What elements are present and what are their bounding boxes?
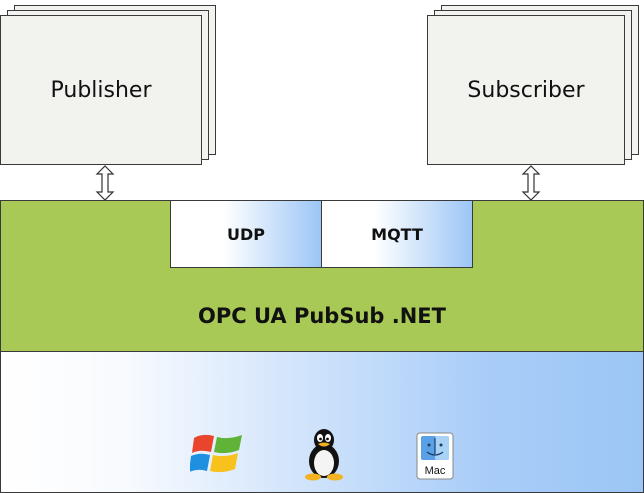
publisher-double-arrow bbox=[95, 165, 115, 201]
windows-logo-icon bbox=[190, 434, 242, 473]
mac-finder-icon: Mac bbox=[416, 432, 454, 480]
subscriber-double-arrow bbox=[521, 165, 541, 201]
publisher-card: Publisher bbox=[0, 15, 202, 165]
protocol-box-udp: UDP bbox=[170, 200, 322, 268]
publisher-label: Publisher bbox=[50, 77, 152, 103]
protocol-label-udp: UDP bbox=[227, 224, 265, 244]
platform-title: OPC UA PubSub .NET bbox=[198, 304, 446, 328]
linux-tux-icon bbox=[305, 429, 343, 481]
subscriber-card: Subscriber bbox=[427, 15, 625, 165]
mac-label: Mac bbox=[425, 465, 446, 477]
protocol-box-mqtt: MQTT bbox=[321, 200, 473, 268]
protocol-label-mqtt: MQTT bbox=[371, 224, 423, 244]
subscriber-label: Subscriber bbox=[467, 77, 585, 103]
